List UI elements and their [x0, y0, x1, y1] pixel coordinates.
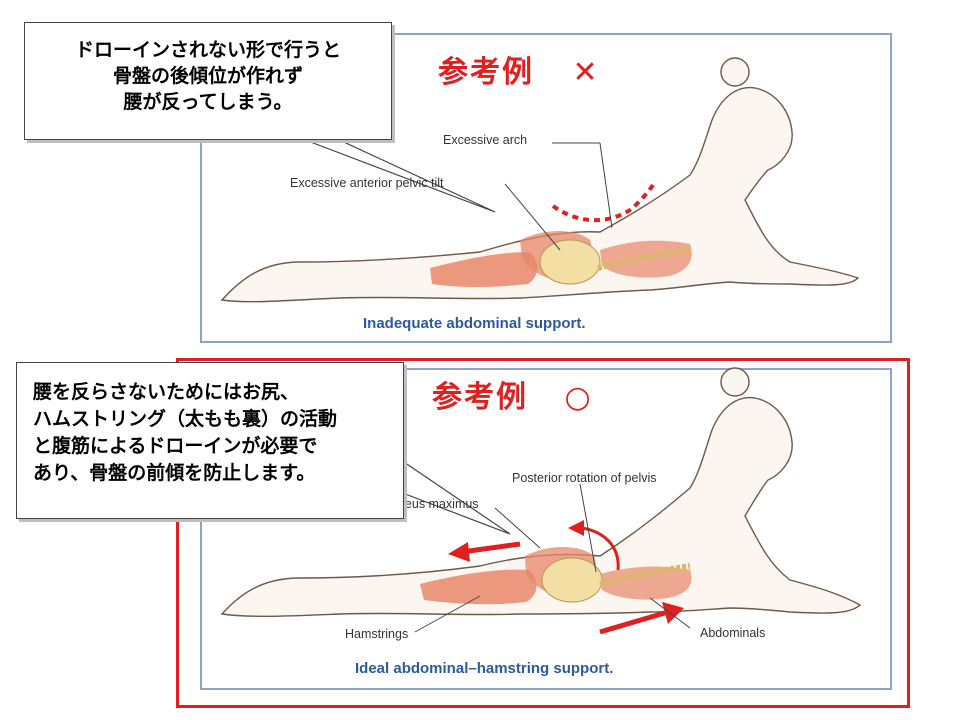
top-title-text: 参考例: [438, 55, 534, 90]
bottom-figure-spine: [599, 563, 691, 587]
bottom-arrow-abdominals: [599, 602, 684, 635]
bottom-figure-hair-bun: [720, 367, 750, 397]
bottom-callout-line-3: と腹筋によるドローインが必要で: [33, 435, 318, 457]
bottom-title-text: 参考例: [432, 380, 528, 415]
top-callout: ドローインされない形で行うと 骨盤の後傾位が作れず 腰が反ってしまう。: [24, 22, 392, 140]
bottom-callout-line-4: あり、骨盤の前傾を防止します。: [33, 462, 316, 484]
bottom-red-frame: [176, 358, 910, 708]
bottom-figure-abdominal-muscle: [600, 566, 692, 600]
top-arch-indicator: [551, 180, 657, 223]
top-arch-leader-2: [599, 142, 613, 229]
bottom-figure-pelvis-bone: [541, 557, 603, 603]
top-callout-line-2: 骨盤の後傾位が作れず: [112, 65, 303, 87]
top-figure-pelvis-bone: [539, 239, 601, 285]
bottom-callout-line-2: ハムストリング（太もも裏）の活動: [33, 408, 338, 430]
top-figure-spine: [597, 247, 691, 271]
bottom-circle-mark: ○: [564, 380, 593, 415]
bottom-label-hamstrings: Hamstrings: [345, 627, 409, 641]
bottom-posterior-leader: [579, 483, 597, 573]
top-figure-thigh-muscle: [430, 252, 538, 287]
top-callout-line-1: ドローインされない形で行うと: [74, 39, 341, 61]
bottom-callout: 腰を反らさないためにはお尻、 ハムストリング（太もも裏）の活動 と腹筋によるドロ…: [16, 362, 404, 519]
top-title: 参考例 ✕: [438, 47, 600, 91]
top-cross-mark: ✕: [572, 55, 600, 90]
bottom-gluteus-leader: [494, 507, 541, 549]
top-label-pelvic-tilt: Excessive anterior pelvic tilt: [290, 176, 444, 190]
bottom-callout-pointer: [394, 454, 511, 535]
top-callout-line-3: 腰が反ってしまう。: [123, 91, 293, 113]
top-label-excessive-arch: Excessive arch: [443, 133, 528, 147]
bottom-label-posterior-rotation: Posterior rotation of pelvis: [512, 471, 657, 485]
top-figure-hair-bun: [720, 57, 750, 87]
bottom-label-gluteus: Gluteus maximus: [382, 497, 479, 511]
bottom-figure-hamstring-muscle: [420, 569, 537, 605]
bottom-label-abdominals: Abdominals: [700, 626, 766, 640]
top-caption: Inadequate abdominal support.: [363, 315, 586, 332]
bottom-abdominals-leader: [649, 597, 691, 629]
bottom-caption: Ideal abdominal–hamstring support.: [355, 660, 614, 677]
bottom-title: 参考例 ○: [432, 372, 593, 416]
bottom-callout-line-1: 腰を反らさないためにはお尻、: [33, 381, 300, 403]
bottom-arrow-gluteus: [448, 541, 521, 562]
top-tilt-leader: [504, 183, 561, 251]
bottom-hamstrings-leader: [414, 595, 481, 633]
